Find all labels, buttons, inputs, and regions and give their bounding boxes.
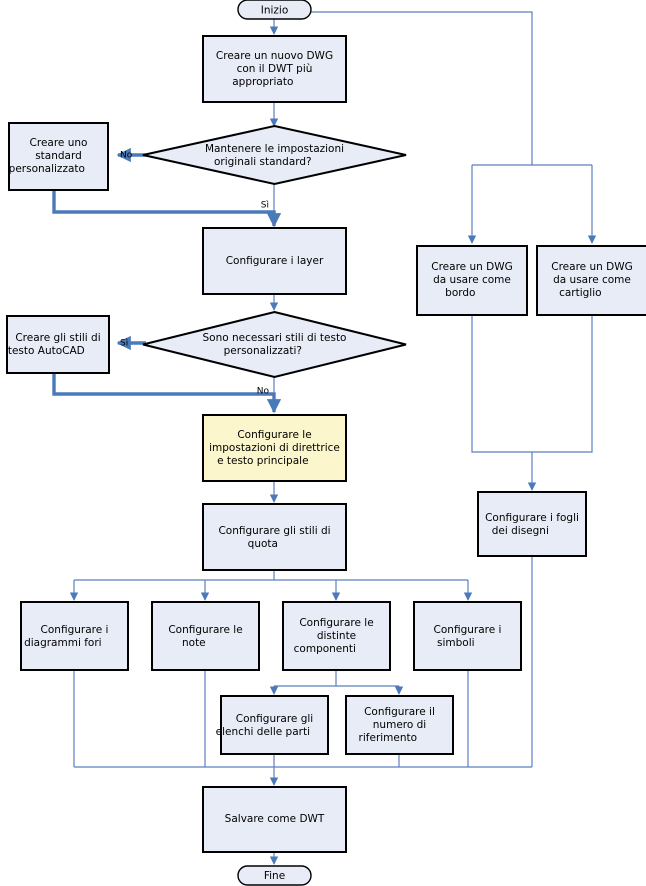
symbols-shape bbox=[413, 601, 522, 671]
edge-label-keep-std-yes: Sì bbox=[261, 201, 269, 211]
sheets-shape bbox=[477, 491, 587, 557]
dim-styles-shape bbox=[202, 503, 347, 571]
node-conf-layer[interactable]: Configurare i layer bbox=[202, 227, 347, 295]
title-dwg-shape bbox=[536, 245, 646, 316]
edge-label-keep-std-no: No bbox=[120, 151, 133, 161]
new-dwg-shape bbox=[202, 35, 347, 103]
edge-label-need-text-no: No bbox=[257, 387, 270, 397]
save-dwt-label: Salvare come DWT bbox=[225, 813, 325, 825]
end-label: Fine bbox=[264, 870, 285, 882]
node-start[interactable]: Inizio bbox=[237, 0, 312, 20]
edge-border-title-merge bbox=[471, 315, 593, 453]
edge-text-styles-loopback bbox=[52, 373, 282, 414]
edge-custom-std-loopback bbox=[52, 190, 282, 228]
start-terminator-shape bbox=[237, 0, 312, 20]
border-dwg-shape bbox=[416, 245, 528, 316]
custom-std-shape bbox=[8, 122, 109, 191]
need-text-shape bbox=[142, 310, 407, 379]
balloon-shape bbox=[345, 695, 454, 755]
parts-lists-shape bbox=[220, 695, 329, 755]
edge-start-to-right-branch bbox=[283, 11, 533, 165]
keep-std-shape bbox=[142, 124, 407, 186]
start-label: Inizio bbox=[261, 5, 289, 17]
conf-layer-shape bbox=[202, 227, 347, 295]
text-styles-shape bbox=[6, 315, 110, 374]
bom-shape bbox=[282, 601, 391, 671]
end-terminator-shape bbox=[237, 865, 312, 886]
edge-label-need-text-yes: Sì bbox=[120, 339, 128, 349]
leader-text-shape bbox=[202, 414, 347, 482]
notes-shape bbox=[151, 601, 260, 671]
conf-layer-label: Configurare i layer bbox=[226, 255, 324, 267]
save-dwt-shape bbox=[202, 786, 347, 853]
node-end[interactable]: Fine bbox=[237, 865, 312, 886]
hole-charts-shape bbox=[20, 601, 129, 671]
node-save-dwt[interactable]: Salvare come DWT bbox=[202, 786, 347, 853]
